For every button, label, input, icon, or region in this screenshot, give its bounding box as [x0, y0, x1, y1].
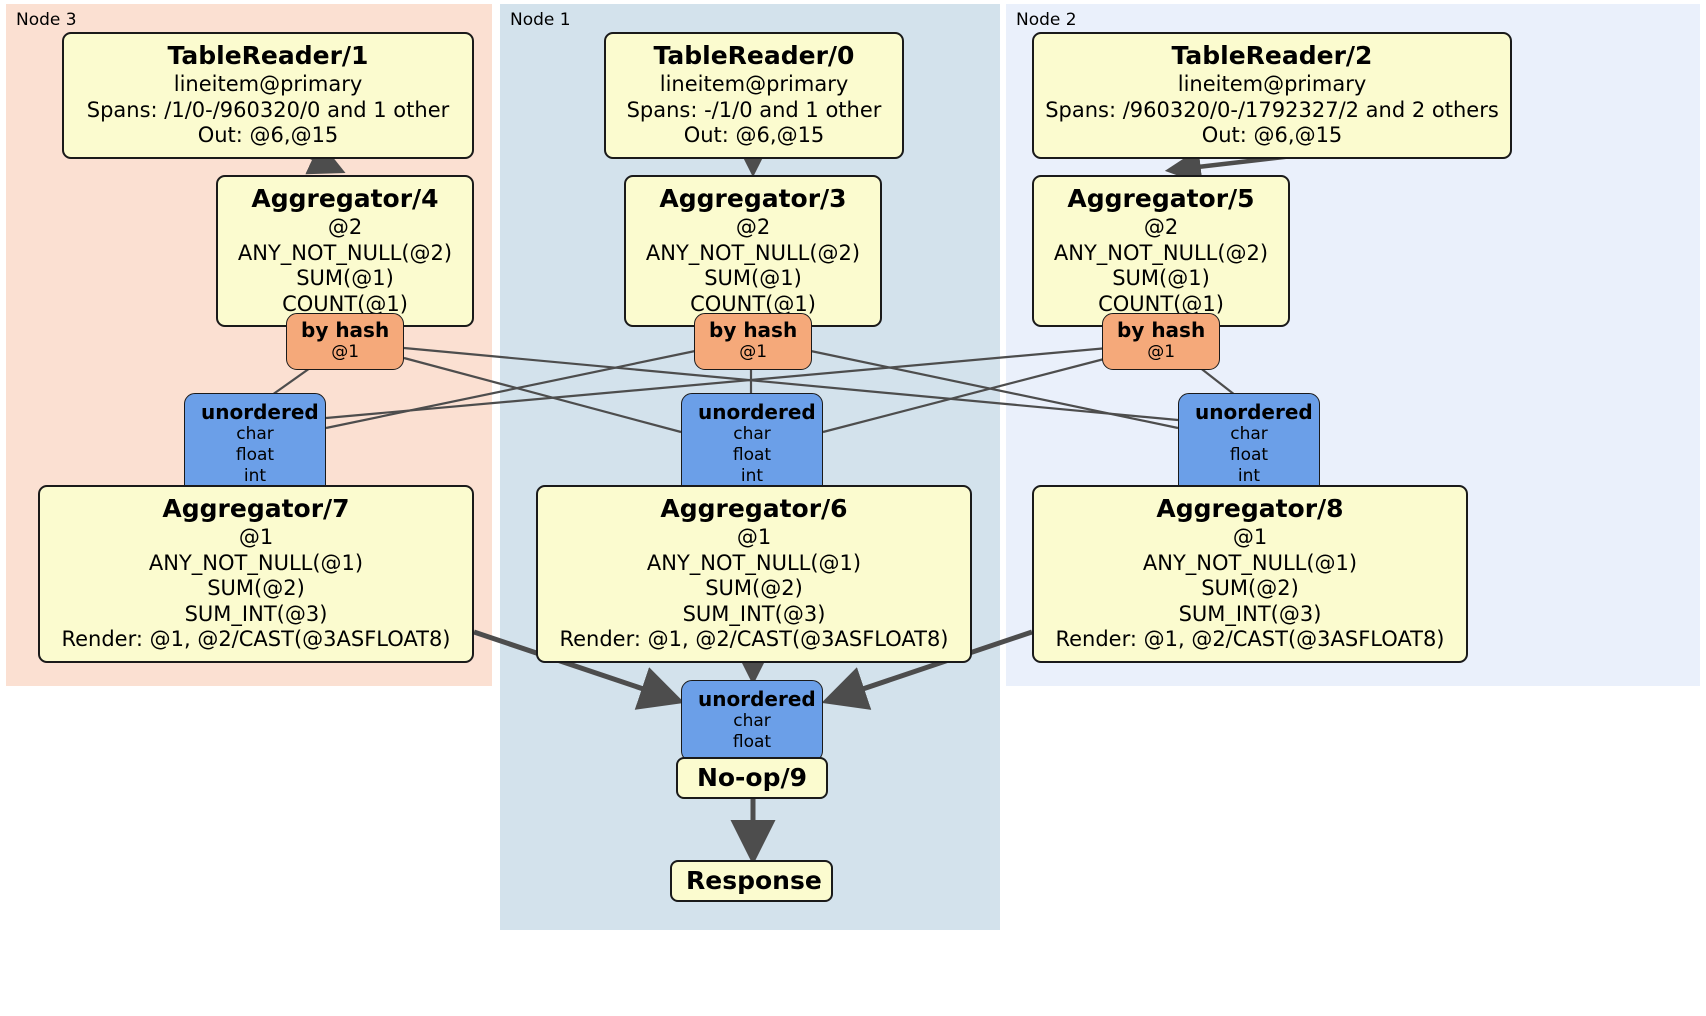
- processor-title: Aggregator/4: [251, 184, 439, 213]
- processor-line: SUM_INT(@3): [1178, 601, 1322, 626]
- router-title: unordered: [201, 400, 319, 424]
- router-line: int: [1237, 466, 1261, 486]
- processor-title: Aggregator/8: [1156, 494, 1344, 523]
- processor-aggregator-7[interactable]: Aggregator/7 @1 ANY_NOT_NULL(@1) SUM(@2)…: [38, 485, 474, 663]
- router-line: char: [733, 711, 771, 731]
- processor-line: ANY_NOT_NULL(@2): [645, 240, 861, 265]
- processor-line: SUM(@2): [705, 576, 803, 600]
- processor-line: SUM(@1): [296, 266, 394, 290]
- processor-line: lineitem@primary: [659, 72, 849, 96]
- router-line: float: [732, 445, 772, 465]
- processor-line: COUNT(@1): [690, 291, 816, 316]
- processor-aggregator-6[interactable]: Aggregator/6 @1 ANY_NOT_NULL(@1) SUM(@2)…: [536, 485, 972, 663]
- processor-title: Aggregator/5: [1067, 184, 1255, 213]
- processor-line: SUM_INT(@3): [184, 601, 328, 626]
- processor-line: lineitem@primary: [173, 72, 363, 96]
- processor-line: Render: @1, @2/CAST(@3ASFLOAT8): [1055, 627, 1445, 651]
- processor-line: Render: @1, @2/CAST(@3ASFLOAT8): [559, 627, 949, 651]
- router-unordered-final[interactable]: unordered char float: [681, 680, 823, 762]
- processor-line: Spans: /960320/0-/1792327/2 and 2 others: [1045, 97, 1499, 122]
- processor-aggregator-3[interactable]: Aggregator/3 @2 ANY_NOT_NULL(@2) SUM(@1)…: [624, 175, 882, 327]
- processor-noop-9[interactable]: No-op/9: [676, 757, 828, 799]
- router-by-hash-aggregator5[interactable]: by hash @1: [1102, 313, 1221, 370]
- processor-line: @1: [238, 525, 274, 549]
- router-line: char: [1230, 424, 1268, 444]
- processor-title: Aggregator/6: [660, 494, 848, 523]
- processor-aggregator-5[interactable]: Aggregator/5 @2 ANY_NOT_NULL(@2) SUM(@1)…: [1032, 175, 1290, 327]
- processor-tablereader-0[interactable]: TableReader/0 lineitem@primary Spans: -/…: [604, 32, 904, 159]
- processor-title: Aggregator/7: [162, 494, 350, 523]
- processor-line: ANY_NOT_NULL(@2): [237, 240, 453, 265]
- processor-line: @2: [735, 215, 771, 239]
- processor-aggregator-4[interactable]: Aggregator/4 @2 ANY_NOT_NULL(@2) SUM(@1)…: [216, 175, 474, 327]
- router-line: int: [243, 466, 267, 486]
- processor-tablereader-2[interactable]: TableReader/2 lineitem@primary Spans: /9…: [1032, 32, 1512, 159]
- processor-line: Out: @6,@15: [197, 123, 339, 147]
- processor-line: @1: [1232, 525, 1268, 549]
- processor-line: Out: @6,@15: [683, 123, 825, 147]
- processor-line: COUNT(@1): [282, 291, 408, 316]
- processor-line: ANY_NOT_NULL(@2): [1053, 240, 1269, 265]
- processor-line: ANY_NOT_NULL(@1): [646, 550, 862, 575]
- processor-title: TableReader/0: [653, 41, 855, 70]
- router-title: unordered: [698, 687, 816, 711]
- router-line: @1: [1147, 342, 1176, 362]
- node-panel-label-node3: Node 3: [16, 10, 77, 30]
- processor-title: TableReader/2: [1171, 41, 1373, 70]
- router-line: @1: [739, 342, 768, 362]
- router-unordered-aggregator7[interactable]: unordered char float int: [184, 393, 326, 496]
- router-line: float: [1229, 445, 1269, 465]
- router-line: float: [235, 445, 275, 465]
- processor-title: Aggregator/3: [659, 184, 847, 213]
- processor-line: SUM(@1): [1112, 266, 1210, 290]
- router-title: by hash: [1117, 318, 1206, 342]
- router-unordered-aggregator6[interactable]: unordered char float int: [681, 393, 823, 496]
- router-line: char: [236, 424, 274, 444]
- processor-line: COUNT(@1): [1098, 291, 1224, 316]
- router-title: by hash: [301, 318, 390, 342]
- processor-line: Render: @1, @2/CAST(@3ASFLOAT8): [61, 627, 451, 651]
- processor-line: SUM_INT(@3): [682, 601, 826, 626]
- processor-response[interactable]: Response: [670, 860, 833, 902]
- processor-line: Out: @6,@15: [1201, 123, 1343, 147]
- router-unordered-aggregator8[interactable]: unordered char float int: [1178, 393, 1320, 496]
- processor-aggregator-8[interactable]: Aggregator/8 @1 ANY_NOT_NULL(@1) SUM(@2)…: [1032, 485, 1468, 663]
- processor-tablereader-1[interactable]: TableReader/1 lineitem@primary Spans: /1…: [62, 32, 474, 159]
- processor-line: SUM(@2): [1201, 576, 1299, 600]
- router-line: int: [740, 466, 764, 486]
- processor-line: ANY_NOT_NULL(@1): [148, 550, 364, 575]
- router-by-hash-aggregator4[interactable]: by hash @1: [286, 313, 405, 370]
- processor-line: ANY_NOT_NULL(@1): [1142, 550, 1358, 575]
- router-line: char: [733, 424, 771, 444]
- processor-title: TableReader/1: [167, 41, 369, 70]
- processor-line: Spans: -/1/0 and 1 other: [626, 97, 882, 122]
- processor-line: @2: [1143, 215, 1179, 239]
- router-title: unordered: [1195, 400, 1313, 424]
- router-line: @1: [331, 342, 360, 362]
- processor-line: lineitem@primary: [1177, 72, 1367, 96]
- processor-line: SUM(@2): [207, 576, 305, 600]
- processor-line: @2: [327, 215, 363, 239]
- router-by-hash-aggregator3[interactable]: by hash @1: [694, 313, 813, 370]
- node-panel-label-node1: Node 1: [510, 10, 571, 30]
- router-title: by hash: [709, 318, 798, 342]
- router-line: float: [732, 732, 772, 752]
- processor-line: SUM(@1): [704, 266, 802, 290]
- node-panel-label-node2: Node 2: [1016, 10, 1077, 30]
- processor-line: Spans: /1/0-/960320/0 and 1 other: [86, 97, 450, 122]
- router-title: unordered: [698, 400, 816, 424]
- processor-line: @1: [736, 525, 772, 549]
